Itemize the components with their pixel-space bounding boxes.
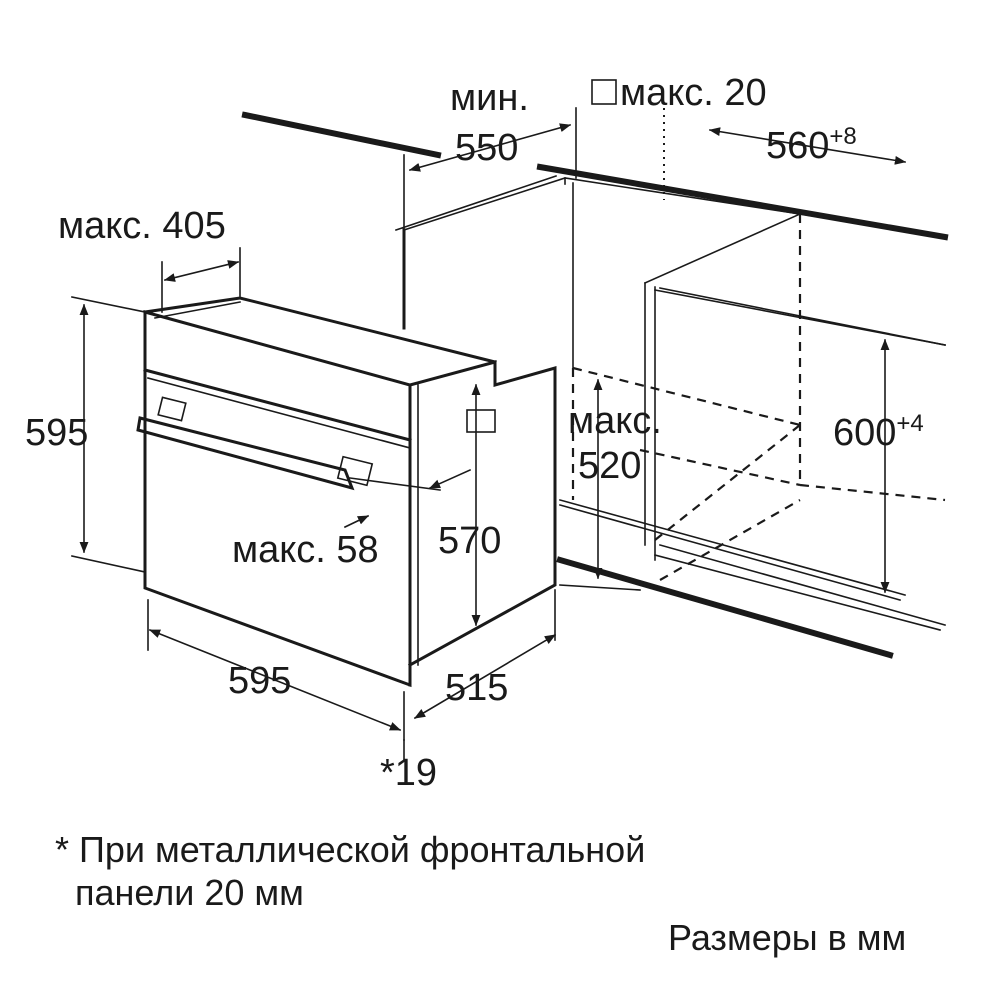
label-max-58: макс. 58 (232, 529, 379, 571)
label-max-520-value: 520 (578, 445, 641, 487)
label-min-value: 550 (455, 127, 518, 169)
label-height-600: 600+4 (833, 410, 924, 454)
label-max-520: макс. (568, 400, 662, 442)
label-depth-515: 515 (445, 667, 508, 709)
oven (136, 296, 557, 688)
oven-handle (136, 396, 374, 491)
units-note: Размеры в мм (668, 917, 906, 958)
footnote-line-1: * При металлической фронтальной (55, 829, 645, 870)
square-symbol-icon (591, 79, 617, 105)
label-width-595: 595 (228, 660, 291, 702)
label-height-570: 570 (438, 520, 501, 562)
cabinet (241, 108, 949, 659)
dimension-lines (71, 107, 907, 761)
label-width-560: 560+8 (766, 123, 857, 167)
label-front-19: *19 (380, 752, 437, 794)
label-height-595: 595 (25, 412, 88, 454)
mounting-bracket (466, 409, 496, 433)
footnote-line-2: панели 20 мм (75, 872, 304, 913)
label-max-20: макс. 20 (620, 72, 767, 114)
label-max-405: макс. 405 (58, 205, 226, 247)
label-min: мин. (450, 77, 529, 119)
